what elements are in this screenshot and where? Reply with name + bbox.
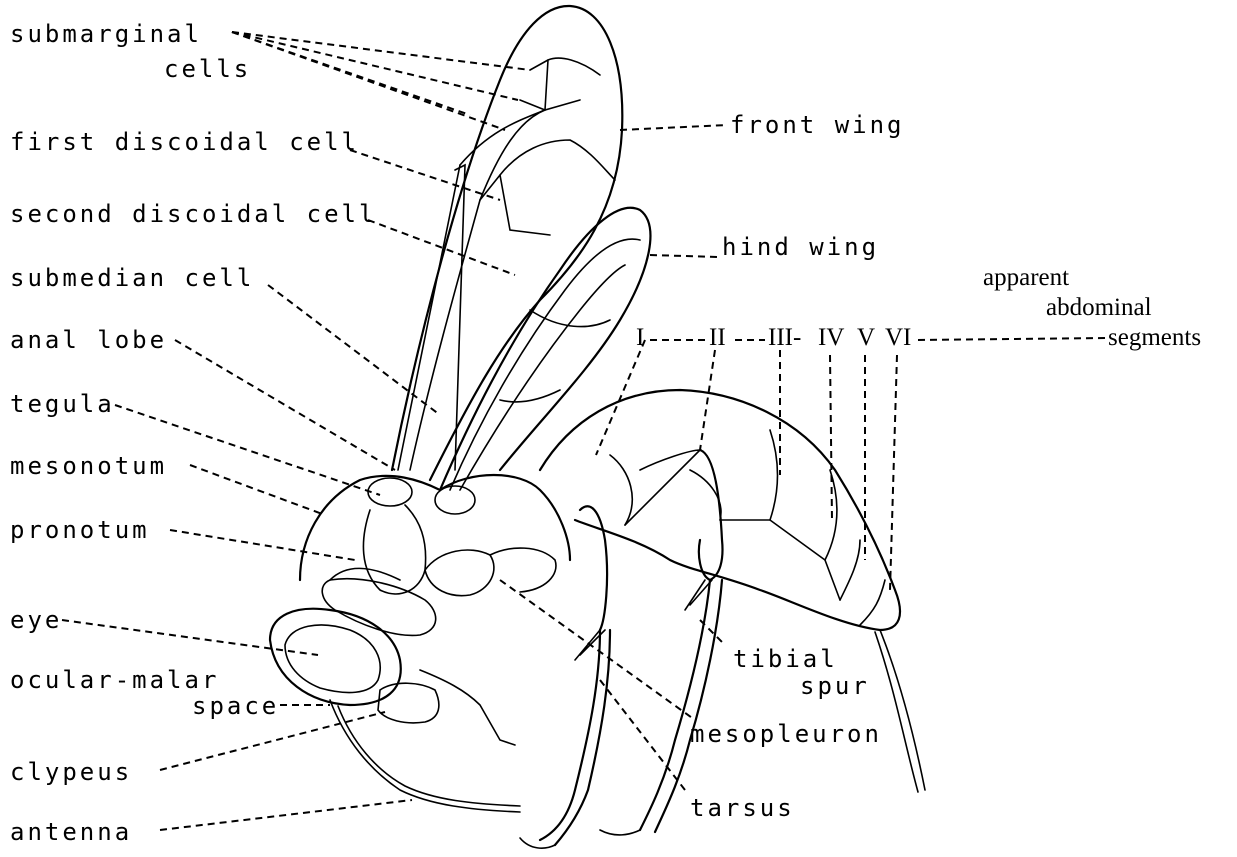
label-ocular-malar: ocular-malar	[10, 668, 219, 692]
label-mesopleuron: mesopleuron	[690, 722, 882, 746]
front-wing	[392, 6, 622, 480]
label-segments: segments	[1108, 325, 1201, 350]
label-apparent: apparent	[983, 265, 1069, 290]
label-pronotum: pronotum	[10, 518, 150, 542]
head	[270, 579, 520, 812]
label-first-discoidal-cell: first discoidal cell	[10, 130, 359, 154]
label-submarginal: submarginal	[10, 22, 202, 46]
label-segment-I: I	[636, 325, 644, 350]
label-hind-wing: hind wing	[722, 235, 879, 259]
label-spur: spur	[800, 674, 870, 698]
label-submedian-cell: submedian cell	[10, 266, 254, 290]
label-tarsus: tarsus	[690, 796, 795, 820]
label-second-discoidal-cell: second discoidal cell	[10, 202, 376, 226]
label-tibial: tibial	[733, 647, 838, 671]
thorax	[300, 475, 570, 596]
label-segment-IV: IV	[818, 325, 844, 350]
label-front-wing: front wing	[730, 113, 905, 137]
label-eye: eye	[10, 608, 62, 632]
label-antenna: antenna	[10, 820, 132, 844]
label-segment-V: V	[857, 325, 875, 350]
hind-wing	[440, 208, 650, 490]
label-segment-VI: VI	[885, 325, 911, 350]
label-cells: cells	[164, 57, 251, 81]
label-segment-II: II	[709, 325, 726, 350]
label-segment-III: III-	[768, 325, 801, 350]
label-clypeus: clypeus	[10, 760, 132, 784]
label-abdominal: abdominal	[1046, 295, 1152, 320]
label-space: space	[192, 694, 279, 718]
label-tegula: tegula	[10, 392, 115, 416]
label-anal-lobe: anal lobe	[10, 328, 167, 352]
label-mesonotum: mesonotum	[10, 454, 167, 478]
legs	[520, 450, 723, 848]
